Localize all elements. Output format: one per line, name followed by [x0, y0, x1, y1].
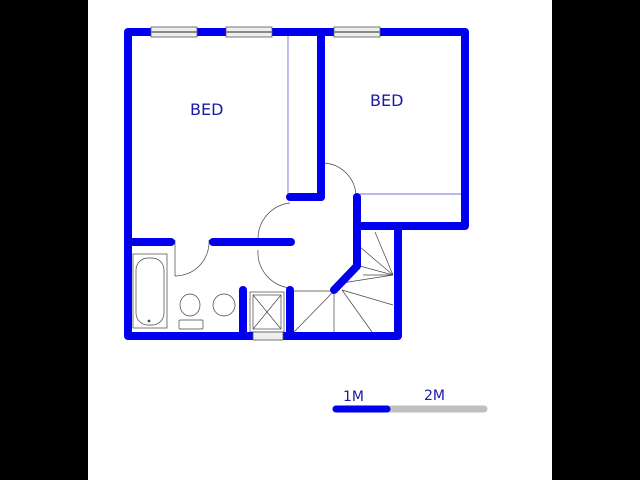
- fixture-lines: [132, 36, 462, 333]
- door-swing-bed1: [257, 202, 291, 239]
- door-swing-bathroom: [174, 239, 210, 277]
- room-label-bedroom-1: BED: [190, 100, 224, 119]
- scale-label-1m: 1M: [343, 389, 364, 405]
- scale-label-2m: 2M: [424, 388, 445, 404]
- bathtub: [132, 253, 168, 329]
- window-4: [252, 331, 284, 341]
- room-label-bedroom-2: BED: [370, 91, 404, 110]
- toilet: [179, 293, 201, 317]
- staircase: [293, 231, 394, 333]
- door-swing-bed2: [323, 162, 357, 198]
- windows: [150, 26, 381, 341]
- basin: [212, 293, 236, 317]
- walls: [124, 28, 469, 340]
- bathtub-inner: [135, 257, 165, 326]
- door-swing-bath-shower: [257, 249, 291, 289]
